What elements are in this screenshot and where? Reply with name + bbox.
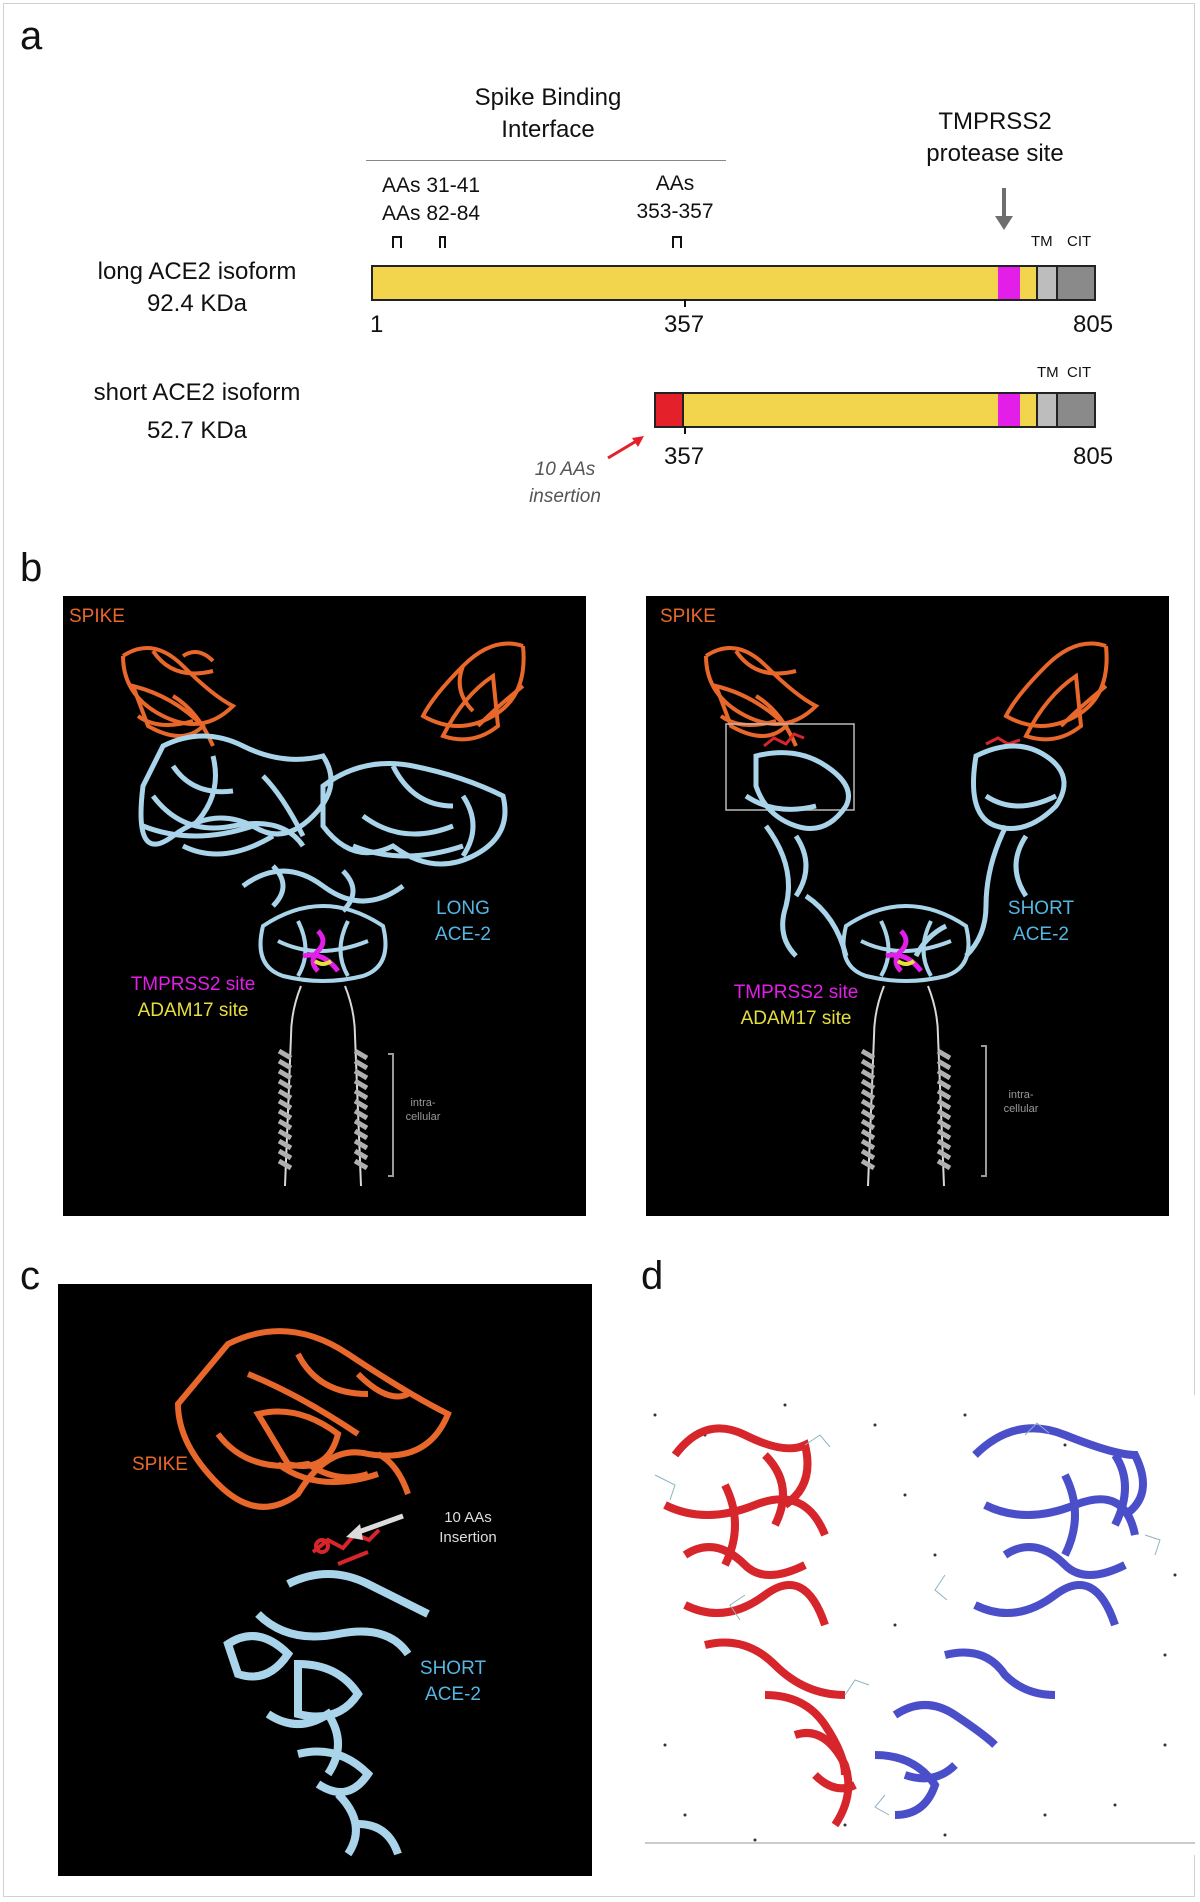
- long-ace2-label: LONG ACE-2: [435, 898, 491, 945]
- solvent-dots: [653, 1403, 1177, 1842]
- short-ace2-label: SHORT ACE-2: [1007, 898, 1075, 945]
- intracellular-bracket-right: [981, 1045, 987, 1177]
- helix-coil-right-a: [860, 1048, 876, 1171]
- tmprss2-site-label-short: TMPRSS2 site: [733, 982, 859, 1003]
- long-tm-segment: [1036, 267, 1056, 299]
- spike-rbd-right: [1003, 641, 1109, 742]
- short-isoform-bar: [654, 392, 1096, 428]
- insertion-pointer-arrowhead: [346, 1524, 363, 1540]
- long-tm-label: TM: [1031, 233, 1053, 250]
- long-ace2-dimer: [138, 733, 508, 913]
- zoomed-interface-panel: SPIKE 10 AAs Insertion SHORT ACE-2: [58, 1284, 592, 1876]
- adam17-site-label-short: ADAM17 site: [740, 1008, 852, 1029]
- long-tmprss2-segment: [998, 267, 1020, 299]
- long-cit-label: CIT: [1067, 233, 1092, 250]
- helix-coil-left-b: [353, 1048, 369, 1171]
- insertion-zoom: [311, 1528, 381, 1566]
- short-cit-label: CIT: [1067, 364, 1092, 381]
- short-tm-segment: [1036, 394, 1056, 426]
- spike-label-zoom: SPIKE: [132, 1454, 188, 1475]
- helix-coil-right-b: [936, 1048, 952, 1171]
- spike-binding-interface-label: Spike Binding Interface: [474, 84, 622, 143]
- intracellular-label-long: intra- cellular: [405, 1097, 441, 1124]
- spike-label-short: SPIKE: [660, 606, 716, 627]
- long-pos-357: 357: [664, 311, 705, 338]
- sidechains: [654, 1422, 1161, 1816]
- panel-letter-a: a: [20, 14, 43, 58]
- short-357-tick: [684, 426, 686, 434]
- binding-bracket-353-357: [672, 236, 682, 248]
- spike-rbd-right: [420, 641, 526, 742]
- insertion-label-zoom: 10 AAs Insertion: [439, 1509, 497, 1546]
- spike-rbd-zoom: [174, 1328, 452, 1510]
- short-ace2-structure-panel: SPIKE SHORT ACE-2 TMPRSS2 site ADAM17 si…: [646, 596, 1169, 1216]
- short-isoform-label: short ACE2 isoform 52.7 KDa: [93, 379, 301, 444]
- insertion-residues: [763, 732, 1021, 748]
- spike-binding-underline: [366, 160, 726, 161]
- tmprss2-site-label-long: TMPRSS2 site: [130, 974, 256, 995]
- long-357-tick: [684, 299, 686, 307]
- long-isoform-bar: [371, 265, 1096, 301]
- spike-rbd-left: [704, 646, 820, 747]
- long-isoform-label: long ACE2 isoform 92.4 KDa: [97, 258, 297, 317]
- spike-label-long: SPIKE: [69, 606, 125, 627]
- intracellular-label-short: intra- cellular: [1003, 1089, 1039, 1116]
- adam17-site-right: [896, 959, 916, 966]
- panel-letter-c: c: [20, 1254, 40, 1298]
- short-ace2-structure-render: [704, 641, 1109, 1187]
- long-end-805: 805: [1073, 311, 1114, 338]
- aa-left-label: AAs 31-41 AAs 82-84: [382, 174, 481, 225]
- transmembrane-helices-right: [867, 985, 945, 1187]
- binding-bracket-31-41: [392, 236, 402, 248]
- adam17-site-left: [313, 959, 333, 966]
- tmprss2-protease-site-label: TMPRSS2 protease site: [926, 108, 1064, 167]
- md-dimer-render: [645, 1403, 1195, 1844]
- short-insertion-segment: [656, 394, 684, 426]
- tmprss2-site-right: [885, 929, 923, 973]
- adam17-site-label-long: ADAM17 site: [137, 1000, 249, 1021]
- panel-letter-d: d: [641, 1254, 664, 1298]
- transmembrane-helices-left: [284, 985, 362, 1187]
- short-cit-segment: [1056, 394, 1094, 426]
- md-dimer-panel: [645, 1395, 1195, 1855]
- binding-bracket-82-84: [439, 236, 446, 248]
- intracellular-bracket-left: [388, 1053, 394, 1177]
- figure-frame: [3, 3, 1195, 1897]
- long-start-1: 1: [370, 311, 384, 338]
- tmprss2-down-arrow: [995, 188, 1013, 230]
- spike-rbd-left: [121, 646, 237, 747]
- helix-coil-left-a: [277, 1048, 293, 1171]
- aa-right-label: AAs 353-357: [636, 172, 714, 223]
- short-ace2-label-zoom: SHORT ACE-2: [419, 1658, 487, 1705]
- short-pos-357: 357: [664, 443, 705, 470]
- panel-letter-b: b: [20, 546, 43, 590]
- tmprss2-site-left: [302, 929, 340, 973]
- long-ace2-structure-render: [121, 641, 526, 1187]
- short-ace2-zoom: [223, 1570, 430, 1857]
- short-end-805: 805: [1073, 443, 1114, 470]
- insertion-red-arrow: [607, 436, 644, 460]
- long-ace2-structure-panel: SPIKE LONG ACE-2 TMPRSS2 site ADAM17 sit…: [63, 596, 586, 1216]
- red-monomer: [663, 1424, 857, 1828]
- blue-monomer: [874, 1424, 1147, 1819]
- short-tmprss2-segment: [998, 394, 1020, 426]
- long-cit-segment: [1056, 267, 1094, 299]
- insertion-pointer-arrow: [352, 1513, 404, 1537]
- short-tm-label: TM: [1037, 364, 1059, 381]
- insertion-label: 10 AAs insertion: [529, 459, 601, 507]
- short-ace2-dimer: [744, 743, 1067, 958]
- zoomed-interface-render: [174, 1328, 452, 1857]
